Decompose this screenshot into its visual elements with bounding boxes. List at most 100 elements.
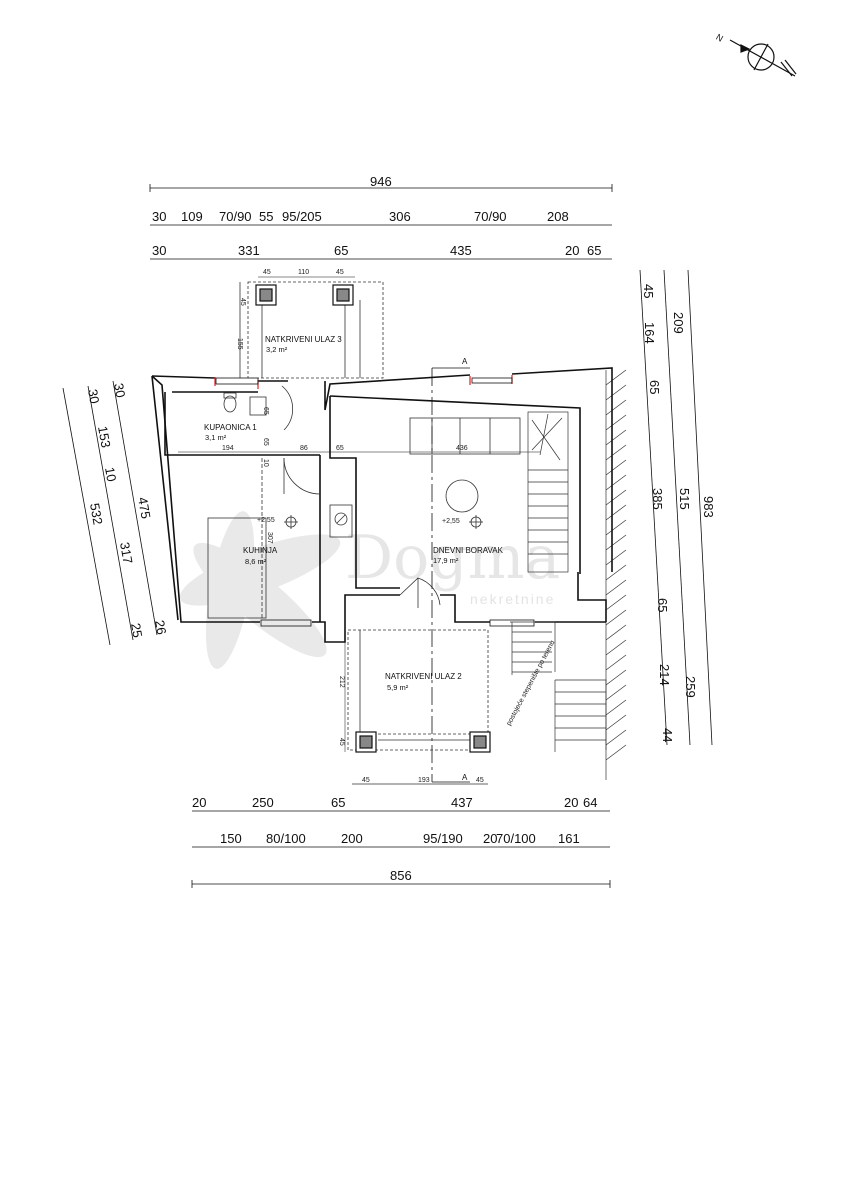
pillar	[255, 284, 354, 306]
dim-bot-r1-1: 250	[252, 795, 274, 810]
dim-bot-r2-1: 80/100	[266, 831, 306, 846]
watermark-main: Dogma	[345, 523, 560, 593]
section-line	[431, 367, 470, 783]
bathroom-fixtures	[223, 385, 294, 431]
room-living-name: DNEVNI BORAVAK	[433, 546, 504, 555]
dim-top-r2-1: 331	[238, 243, 260, 258]
dim-top-r2-3: 435	[450, 243, 472, 258]
dim-left-overall: 532	[87, 502, 106, 526]
room-bath-area: 3,1 m²	[205, 433, 227, 442]
room-porch3-name: NATKRIVENI ULAZ 3	[265, 335, 342, 344]
exterior-stairs	[510, 621, 607, 752]
dim-porch2-1: 193	[418, 777, 430, 784]
dim-bot-r2-5: 70/100	[496, 831, 536, 846]
dim-top-r1-6: 70/90	[474, 209, 507, 224]
dim-int-2: 65	[336, 445, 344, 452]
dim-right-6: 44	[660, 728, 675, 742]
dim-left-mid-1: 26	[152, 619, 169, 636]
section-mark-top: A	[462, 357, 468, 366]
dim-int-1: 86	[300, 445, 308, 452]
level-kitchen: +2,55	[257, 517, 275, 524]
dim-left-1: 30	[111, 382, 128, 399]
stair-note: postojeće stepenište po terenu	[506, 639, 557, 727]
dim-top-r1-3: 55	[259, 209, 273, 224]
dim-bot-r1-3: 437	[451, 795, 473, 810]
room-porch2-area: 5,9 m²	[387, 683, 409, 692]
interior-staircase	[527, 411, 569, 573]
dim-porch2-0: 45	[362, 777, 370, 784]
dim-porch3-2: 45	[336, 269, 344, 276]
watermark-flower-logo	[179, 511, 341, 669]
watermark-sub: nekretnine	[470, 591, 555, 607]
top-dimensions	[149, 184, 613, 260]
room-kitchen-area: 8,6 m²	[245, 557, 267, 566]
dim-left-2: 153	[95, 425, 114, 449]
dim-right-1: 164	[642, 322, 657, 344]
room-porch2-name: NATKRIVENI ULAZ 2	[385, 672, 462, 681]
dim-top-r1-5: 306	[389, 209, 411, 224]
dim-bot-r2-4: 20	[483, 831, 497, 846]
dim-bot-r1-2: 65	[331, 795, 345, 810]
dim-porch3-0: 45	[263, 269, 271, 276]
dim-int-0: 194	[222, 445, 234, 452]
dim-left-0: 30	[85, 388, 102, 405]
dim-bot-r2-2: 200	[341, 831, 363, 846]
dim-right-mid-0: 209	[671, 312, 686, 334]
terrain-hatch	[605, 369, 627, 780]
dim-top-r1-1: 109	[181, 209, 203, 224]
dim-right-5: 214	[657, 664, 672, 686]
dim-porch2-side-1: 45	[338, 738, 345, 746]
dim-left-5: 25	[128, 622, 145, 639]
dim-right-0: 45	[641, 284, 656, 298]
dim-bot-r1-5: 64	[583, 795, 597, 810]
dim-right-mid-1: 515	[677, 488, 692, 510]
dim-left-4: 317	[117, 541, 136, 565]
dim-left-mid-0: 475	[135, 496, 154, 520]
dim-bot-r1-4: 20	[564, 795, 578, 810]
dim-right-3: 385	[650, 488, 665, 510]
dim-bot-r1-0: 20	[192, 795, 206, 810]
north-label: N	[714, 32, 725, 44]
level-living: +2,55	[442, 518, 460, 525]
dim-right-overall: 983	[701, 496, 716, 518]
porch-3	[239, 281, 384, 379]
porch-2	[347, 629, 489, 785]
dim-int-5: 65	[262, 438, 269, 446]
dim-top-r2-0: 30	[152, 243, 166, 258]
dim-top-r2-2: 65	[334, 243, 348, 258]
dim-porch2-2: 45	[476, 777, 484, 784]
dim-int-4: 65	[262, 407, 269, 415]
dim-int-3: 436	[456, 445, 468, 452]
room-porch3-area: 3,2 m²	[266, 345, 288, 354]
dim-right-2: 65	[647, 380, 662, 394]
bottom-dimensions	[191, 810, 611, 888]
room-kitchen-name: KUHINJA	[243, 546, 278, 555]
watermark: Dogma nekretnine	[179, 511, 560, 669]
dim-porch2-side-0: 212	[338, 676, 345, 688]
right-dimensions	[639, 269, 713, 746]
north-arrow-icon: N	[714, 32, 797, 77]
pillar	[355, 731, 491, 753]
dim-top-r1-2: 70/90	[219, 209, 252, 224]
dim-int-6: 10	[262, 459, 269, 467]
left-dimensions	[62, 380, 158, 646]
dim-porch3-1: 110	[298, 269, 309, 276]
dim-bot-overall: 856	[390, 868, 412, 883]
dim-porch3-side-0: 45	[239, 298, 246, 306]
room-bath-name: KUPAONICA 1	[204, 423, 257, 432]
dim-right-4: 65	[655, 598, 670, 612]
kitchen-elements	[207, 457, 353, 620]
dim-bot-r2-0: 150	[220, 831, 242, 846]
dim-top-r2-5: 65	[587, 243, 601, 258]
dim-top-overall: 946	[370, 174, 392, 189]
dim-porch3-side-1: 155	[236, 338, 243, 350]
dim-top-r1-4: 95/205	[282, 209, 322, 224]
dim-right-mid-2: 259	[683, 676, 698, 698]
section-mark-bottom: A	[462, 773, 468, 782]
building-walls	[151, 367, 613, 643]
room-living-area: 17,9 m²	[433, 556, 459, 565]
dim-bot-r2-3: 95/190	[423, 831, 463, 846]
dim-top-r1-0: 30	[152, 209, 166, 224]
dim-top-r1-7: 208	[547, 209, 569, 224]
